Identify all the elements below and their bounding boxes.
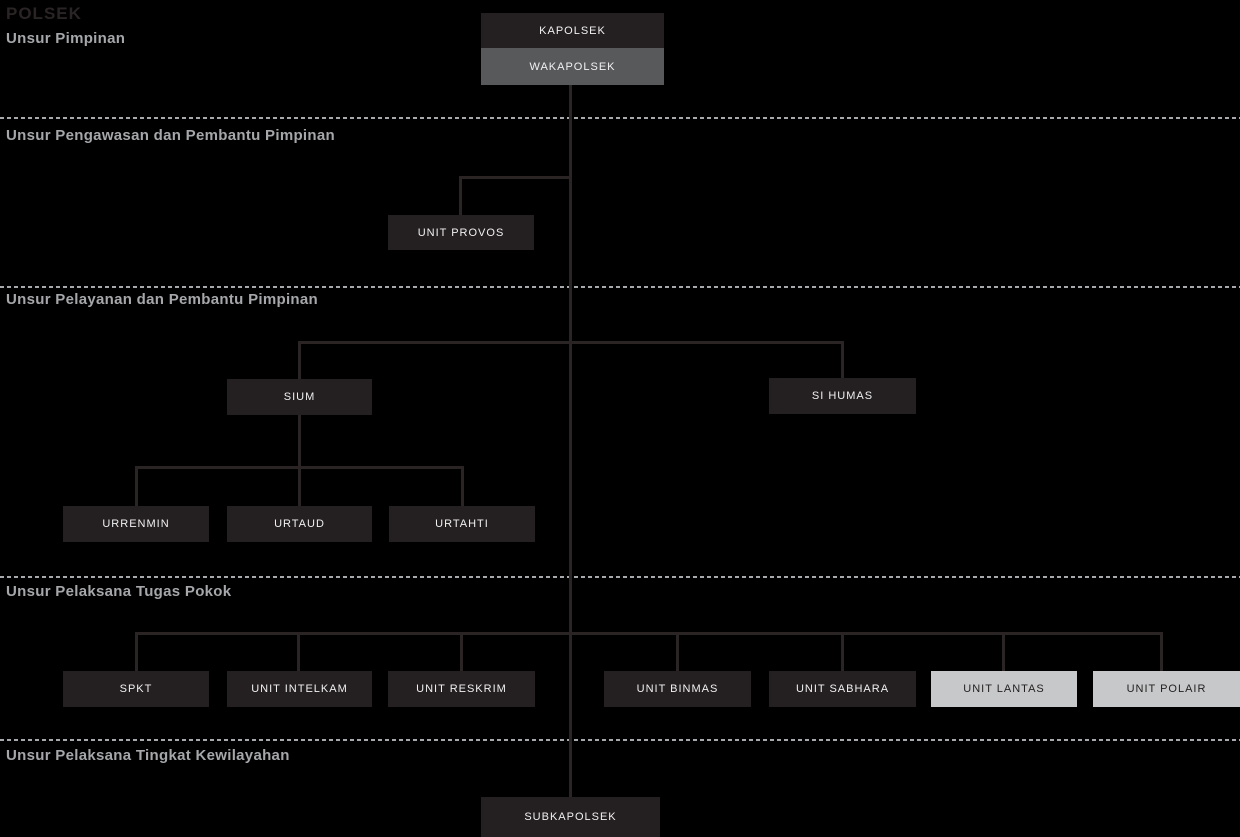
connector-reskrim-drop — [460, 632, 463, 671]
connector-intelkam-drop — [297, 632, 300, 671]
connector-provos-horizontal — [460, 176, 572, 179]
connector-urtahti-drop — [461, 466, 464, 506]
node-unit-intelkam: UNIT INTELKAM — [227, 671, 372, 707]
node-si-humas: SI HUMAS — [769, 378, 916, 414]
node-unit-polair: UNIT POLAIR — [1093, 671, 1240, 707]
node-sium: SIUM — [227, 379, 372, 415]
connector-binmas-drop — [676, 632, 679, 671]
node-unit-binmas: UNIT BINMAS — [604, 671, 751, 707]
node-urrenmin: URRENMIN — [63, 506, 209, 542]
connector-pelayanan-horizontal — [298, 341, 844, 344]
node-spkt: SPKT — [63, 671, 209, 707]
connector-main-vertical — [569, 85, 572, 797]
node-unit-reskrim: UNIT RESKRIM — [388, 671, 535, 707]
section-divider — [0, 117, 1240, 119]
section-label-unsur-pelaksana-tugas-pokok: Unsur Pelaksana Tugas Pokok — [6, 583, 232, 600]
node-urtaud: URTAUD — [227, 506, 372, 542]
section-label-unsur-pengawasan: Unsur Pengawasan dan Pembantu Pimpinan — [6, 127, 335, 144]
node-kapolsek: KAPOLSEK — [481, 13, 664, 48]
connector-sabhara-drop — [841, 632, 844, 671]
section-label-unsur-pelayanan: Unsur Pelayanan dan Pembantu Pimpinan — [6, 291, 319, 308]
node-unit-lantas: UNIT LANTAS — [931, 671, 1077, 707]
connector-urrenmin-drop — [135, 466, 138, 506]
section-divider — [0, 739, 1240, 741]
page-title: POLSEK — [6, 4, 82, 23]
connector-spkt-drop — [135, 632, 138, 671]
node-urtahti: URTAHTI — [389, 506, 535, 542]
connector-polair-drop — [1160, 632, 1163, 671]
section-label-unsur-kewilayahan: Unsur Pelaksana Tingkat Kewilayahan — [6, 747, 290, 764]
connector-pokok-horizontal — [135, 632, 1163, 635]
connector-sihumas-drop — [841, 341, 844, 378]
node-unit-sabhara: UNIT SABHARA — [769, 671, 916, 707]
node-unit-provos: UNIT PROVOS — [388, 215, 534, 250]
connector-provos-drop — [459, 176, 462, 215]
node-subkapolsek: SUBKAPOLSEK — [481, 797, 660, 837]
connector-lantas-drop — [1002, 632, 1005, 671]
node-wakapolsek: WAKAPOLSEK — [481, 48, 664, 85]
section-label-unsur-pimpinan: Unsur Pimpinan — [6, 30, 126, 47]
connector-urtaud-drop — [298, 466, 301, 506]
section-divider — [0, 576, 1240, 578]
connector-sium-drop — [298, 341, 301, 379]
connector-sium-stem — [298, 414, 301, 469]
section-divider — [0, 286, 1240, 288]
